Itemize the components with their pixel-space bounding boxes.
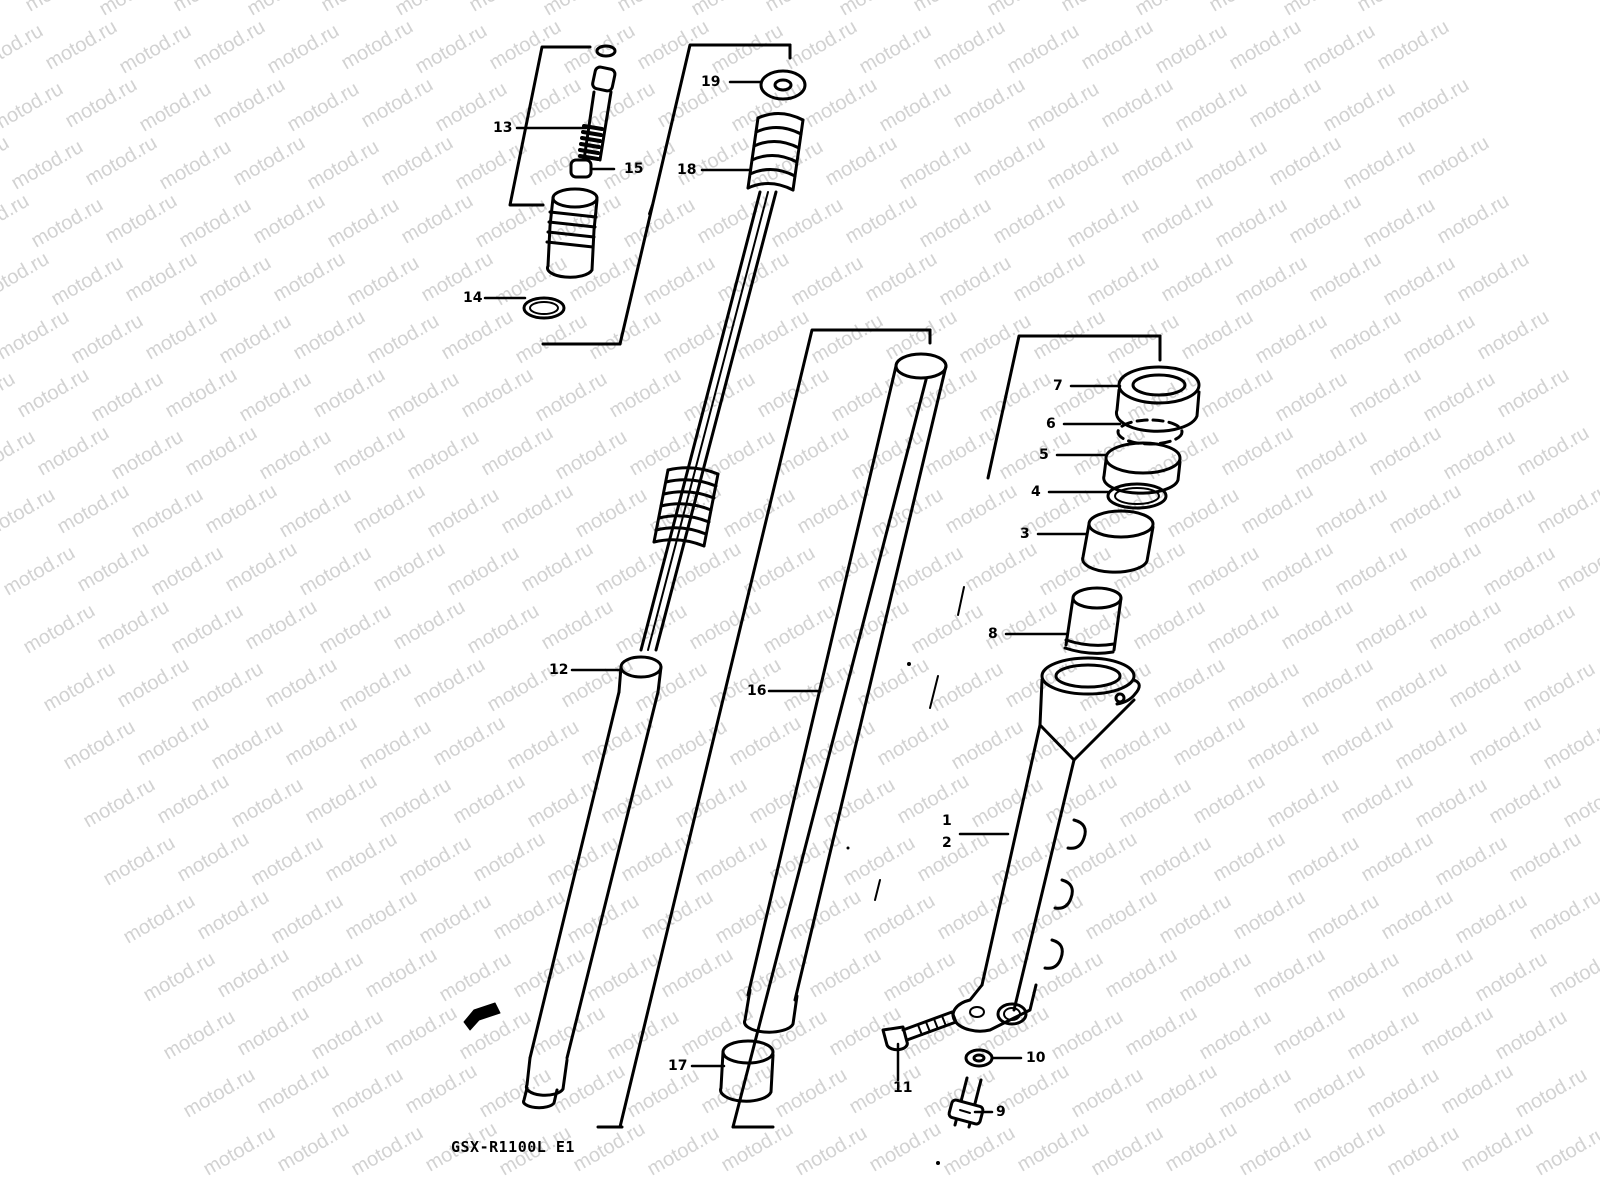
part-damper-rod-top xyxy=(578,44,617,162)
callout-1: 1 xyxy=(942,813,952,829)
callout-9: 9 xyxy=(996,1104,1006,1120)
callout-14: 14 xyxy=(463,290,483,306)
callout-4: 4 xyxy=(1031,484,1041,500)
callout-8: 8 xyxy=(988,626,998,642)
callout-5: 5 xyxy=(1039,447,1049,463)
callout-7: 7 xyxy=(1053,378,1063,394)
callout-3: 3 xyxy=(1020,526,1030,542)
callout-13: 13 xyxy=(493,120,513,136)
callout-6: 6 xyxy=(1046,416,1056,432)
model-code-label: GSX-R1100L E1 xyxy=(451,1138,575,1156)
callout-16: 16 xyxy=(747,683,767,699)
leader-lines xyxy=(483,80,1122,1114)
part-outer-tube-1-2 xyxy=(951,586,1141,1033)
part-o-ring-14 xyxy=(522,296,566,320)
part-washer-4 xyxy=(1106,482,1168,510)
part-bushing-17 xyxy=(719,1039,775,1103)
group-frame-cap xyxy=(508,45,622,346)
callout-12: 12 xyxy=(549,662,569,678)
part-axle-pinch-bolt-11 xyxy=(881,1010,958,1052)
callout-10: 10 xyxy=(1026,1050,1046,1066)
part-spring-18 xyxy=(746,112,805,192)
callout-19: 19 xyxy=(701,74,721,90)
part-washer-19 xyxy=(759,69,807,101)
part-cap-bolt xyxy=(545,187,599,279)
group-frame-damper xyxy=(596,43,792,1129)
callout-18: 18 xyxy=(677,162,697,178)
callout-17: 17 xyxy=(668,1058,688,1074)
part-oil-seal-5 xyxy=(1102,441,1182,495)
part-bolt-9 xyxy=(947,1076,985,1129)
front-arrow-icon xyxy=(463,1002,501,1031)
part-washer-10 xyxy=(964,1048,994,1068)
part-inner-tube-16 xyxy=(743,352,948,1034)
part-damper-cylinder-12 xyxy=(522,655,663,1110)
group-frame-outer xyxy=(874,334,1162,901)
callout-15: 15 xyxy=(624,161,644,177)
group-frame-tube xyxy=(618,328,932,1129)
callout-2: 2 xyxy=(942,835,952,851)
part-lock-nut-15 xyxy=(569,158,593,179)
part-bushing-3 xyxy=(1081,509,1155,574)
stray-dots xyxy=(846,662,940,1165)
callout-11: 11 xyxy=(893,1080,913,1096)
part-damper-rod xyxy=(639,190,778,652)
